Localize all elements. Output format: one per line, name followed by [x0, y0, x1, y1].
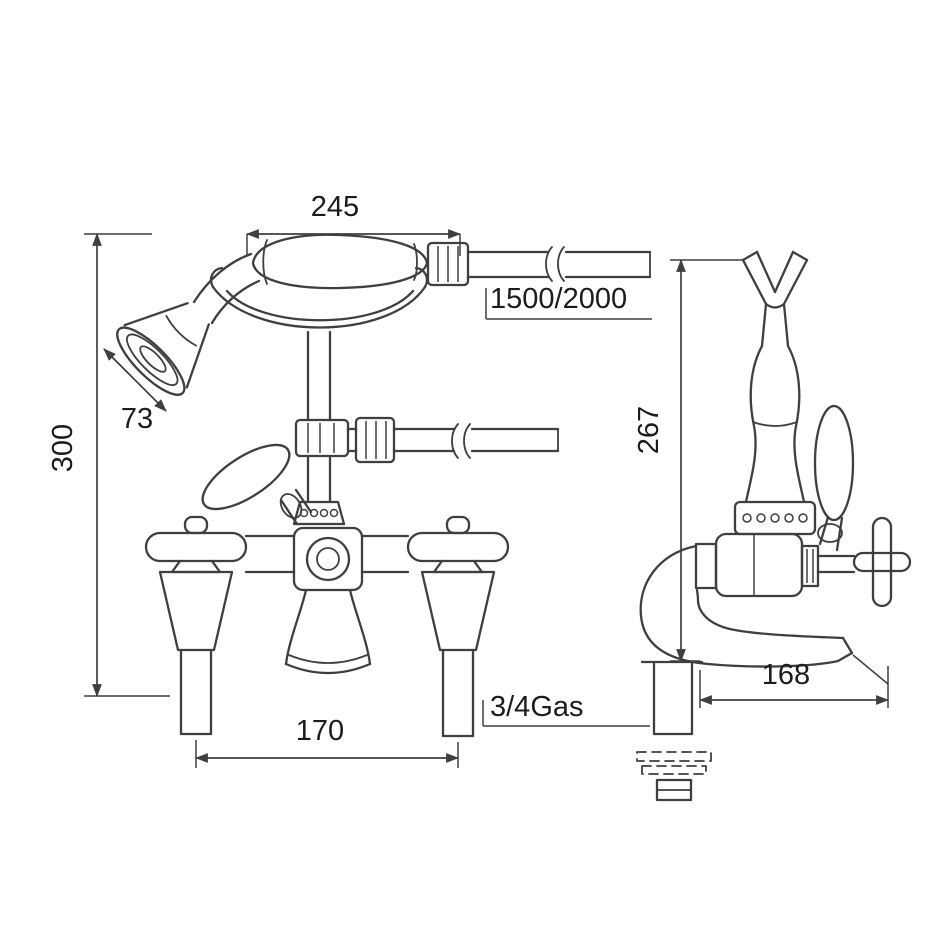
- dimension-hose-length: 1500/2000: [485, 283, 652, 320]
- shower-hose: [466, 246, 652, 282]
- valve-body-front: [244, 526, 410, 592]
- outlet-pipe: [346, 416, 560, 464]
- cross-handle-left: [144, 515, 248, 574]
- dimension-tap-centres: 170: [194, 715, 460, 768]
- dim-label-spout-projection: 168: [762, 659, 810, 691]
- handset-neck: [192, 252, 261, 325]
- diverter-lever-side: [813, 404, 855, 552]
- dimension-spout-projection: 168: [698, 654, 890, 708]
- deck-leg: [640, 660, 704, 736]
- cross-handle-right: [406, 515, 510, 574]
- dim-label-overall-height-front: 300: [47, 424, 79, 472]
- riser-column: [292, 330, 350, 526]
- dimension-handset-width: 245: [245, 191, 462, 256]
- dim-label-tap-centres: 170: [296, 715, 344, 747]
- diverter-lever: [201, 443, 313, 526]
- front-view: 245 300: [47, 191, 652, 768]
- dimension-overall-height-side: 267: [633, 258, 742, 663]
- dim-label-overall-height-side: 267: [633, 406, 665, 454]
- dimension-overall-height-front: 300: [47, 232, 170, 698]
- valve-body-side: [694, 532, 820, 598]
- pillar-right: [420, 570, 496, 738]
- dim-label-hose-length: 1500/2000: [490, 283, 627, 315]
- dim-label-inlet-thread: 3/4Gas: [490, 691, 584, 723]
- side-view: 267: [633, 250, 912, 802]
- fixing-washers: [636, 751, 712, 802]
- hose-connector-nut: [426, 241, 470, 287]
- shower-head: [116, 302, 210, 396]
- handset-side: [733, 344, 817, 536]
- cradle-fork: [741, 250, 809, 348]
- cross-handle-side: [816, 516, 912, 608]
- spout-front: [284, 588, 372, 675]
- pillar-left: [158, 570, 234, 736]
- dim-label-head-diameter: 73: [121, 403, 153, 435]
- dimension-head-diameter: 73: [103, 348, 167, 435]
- dimension-inlet-thread: 3/4Gas: [482, 691, 650, 727]
- handset-cradle: [209, 266, 429, 329]
- dim-label-handset-width: 245: [311, 191, 359, 223]
- handset-grip: [251, 233, 429, 290]
- spout-side: [639, 544, 854, 668]
